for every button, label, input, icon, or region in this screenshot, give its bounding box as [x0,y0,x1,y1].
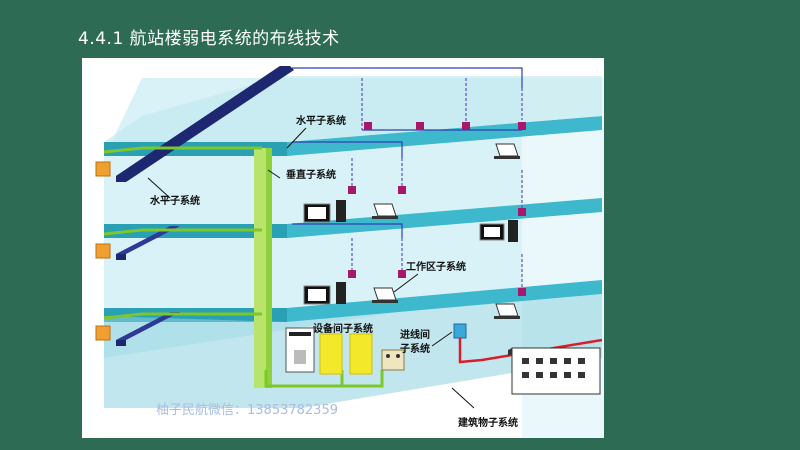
slide-title: 4.4.1 航站楼弱电系统的布线技术 [78,29,340,49]
roof-outline [104,76,602,142]
wall-junction-boxes [95,161,111,341]
laptop-floor1-right [494,303,520,319]
label-horizontal-subsystem-top: 水平子系统 [295,114,346,127]
label-equipment-room-subsystem: 设备间子系统 [313,322,373,335]
desktop-pc-floor2 [303,282,346,305]
laptop-floor3 [372,203,398,219]
label-work-area-subsystem: 工作区子系统 [406,260,466,273]
laptop-floor3-right [494,143,520,159]
backbone-tray-bottom [116,312,180,346]
label-horizontal-subsystem-left: 水平子系统 [149,194,200,207]
cabling-diagram: 水平子系统 水平子系统 垂直子系统 工作区子系统 设备间子系统 进线间 子系统 … [82,58,604,438]
leader-lines [147,127,475,409]
label-vertical-subsystem: 垂直子系统 [286,168,336,181]
external-building [508,347,601,395]
vertical-riser [254,148,272,388]
laptop-floor2 [372,287,398,303]
equipment-room-racks [285,327,405,375]
desktop-pc-floor2-right [479,220,518,242]
desktop-pc-floor3 [303,200,346,223]
watermark: 柚子民航微信：13853782359 [156,402,338,418]
label-entrance-room-line1: 进线间 [400,328,430,341]
drop-cables [351,78,523,288]
information-outlets [348,122,526,296]
label-building-subsystem: 建筑物子系统 [457,416,518,429]
label-entrance-room-line2: 子系统 [400,342,430,355]
backbone-tray-middle [116,226,180,260]
blue-cable-runs [292,67,523,238]
green-cables [103,146,384,388]
